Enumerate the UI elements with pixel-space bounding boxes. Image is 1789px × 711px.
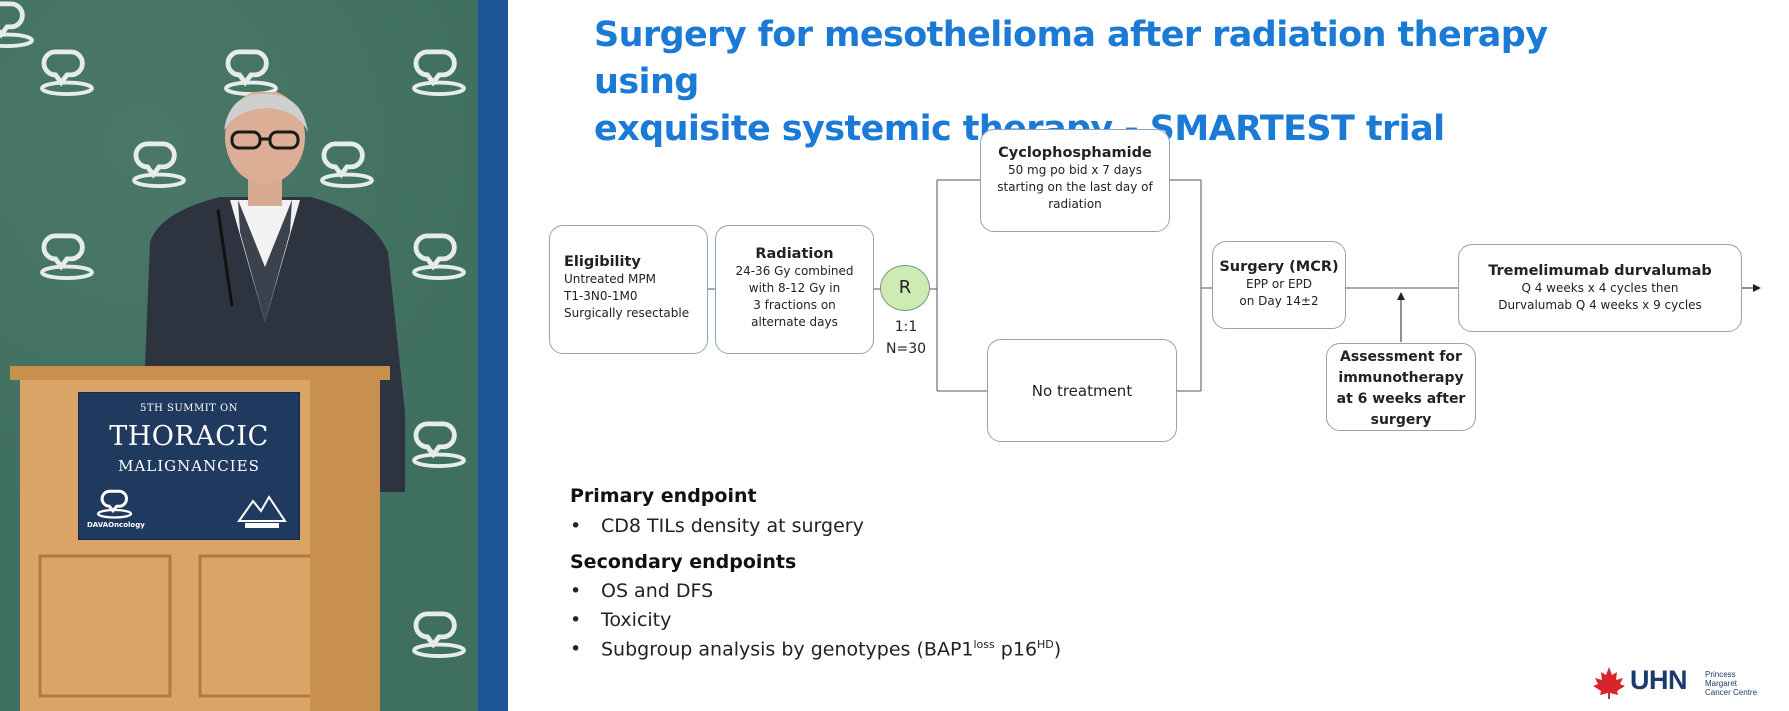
primary-endpoint-heading: Primary endpoint (570, 485, 757, 507)
secondary-endpoint-text: Toxicity (601, 609, 672, 631)
backdrop-logo-icon (40, 233, 94, 280)
radiation-line: 24-36 Gy combined (735, 264, 854, 278)
bullet-icon: • (570, 609, 582, 631)
radiation-line: alternate days (751, 315, 838, 329)
cyclophosphamide-box: Cyclophosphamide 50 mg po bid x 7 days s… (980, 129, 1170, 232)
surgery-line: on Day 14±2 (1239, 294, 1319, 308)
podium-sign-brand: DAVAOncology (87, 521, 145, 529)
secondary-endpoint-item: • OS and DFS (570, 580, 713, 602)
podium-sign: 5TH SUMMIT ON THORACIC MALIGNANCIES DAVA… (78, 392, 300, 540)
cyclophosphamide-title: Cyclophosphamide (998, 145, 1152, 161)
speaker-video-panel: 5TH SUMMIT ON THORACIC MALIGNANCIES DAVA… (0, 0, 478, 711)
secondary-endpoint-item: • Subgroup analysis by genotypes (BAP1los… (570, 638, 1061, 660)
radiation-box: Radiation 24-36 Gy combined with 8-12 Gy… (715, 225, 874, 354)
surgery-title: Surgery (MCR) (1219, 259, 1339, 275)
cyclophosphamide-line: starting on the last day of (997, 180, 1153, 194)
secondary-endpoint-text: OS and DFS (601, 580, 714, 602)
uhn-logo-subtitle-line: Margaret (1705, 679, 1738, 688)
subgroup-superscript-hd: HD (1037, 638, 1054, 651)
subgroup-text-prefix: Subgroup analysis by genotypes (BAP1 (601, 638, 974, 661)
backdrop-logo-icon (412, 49, 466, 96)
subgroup-superscript-loss: loss (973, 638, 995, 651)
assessment-box: Assessment for immunotherapy at 6 weeks … (1326, 343, 1476, 431)
podium-sign-subtitle: 5TH SUMMIT ON (140, 403, 238, 414)
backdrop-logo-icon (224, 49, 278, 96)
backdrop-logo-icon (412, 611, 466, 658)
uhn-logo-subtitle-line: Cancer Centre (1705, 688, 1758, 697)
randomization-ratio: 1:1 (894, 319, 918, 335)
cyclophosphamide-line: 50 mg po bid x 7 days (1007, 163, 1143, 177)
primary-endpoint-text: CD8 TILs density at surgery (601, 515, 864, 537)
backdrop-logo-icon (40, 49, 94, 96)
assessment-line: at 6 weeks after (1336, 391, 1466, 407)
secondary-endpoint-item: • Toxicity (570, 609, 671, 631)
backdrop-logo-icon (0, 1, 34, 48)
uhn-logo-subtitle: Princess Margaret Cancer Centre (1705, 670, 1757, 697)
assessment-line: Assessment for (1340, 349, 1462, 365)
bullet-icon: • (570, 580, 582, 602)
uhn-logo-subtitle-line: Princess (1705, 670, 1736, 679)
tremelimumab-line: Durvalumab Q 4 weeks x 9 cycles (1498, 298, 1702, 312)
eligibility-box: Eligibility Untreated MPM T1-3N0-1M0 Sur… (549, 225, 708, 354)
podium-sign-title: THORACIC (109, 421, 269, 452)
eligibility-line: Untreated MPM (564, 272, 656, 286)
backdrop-logo-icon (320, 141, 374, 188)
eligibility-title: Eligibility (564, 254, 641, 270)
radiation-line: 3 fractions on (753, 298, 836, 312)
uhn-logo: UHN (1630, 665, 1688, 695)
presentation-slide: Surgery for mesothelioma after radiation… (508, 0, 1789, 711)
tremelimumab-line: Q 4 weeks x 4 cycles then (1521, 281, 1679, 295)
dava-logo-icon (96, 489, 133, 519)
tremelimumab-title: Tremelimumab durvalumab (1488, 263, 1712, 279)
no-treatment-box: No treatment (987, 339, 1177, 442)
flow-connector-lines (708, 179, 1761, 392)
subgroup-text-middle: p16 (994, 638, 1038, 661)
subgroup-text-suffix: ) (1053, 638, 1062, 661)
radiation-title: Radiation (755, 246, 834, 262)
maple-leaf-icon (1593, 667, 1625, 699)
assessment-line: surgery (1370, 412, 1432, 428)
divider-stripe (478, 0, 508, 711)
kona-summit-logo-icon (237, 495, 287, 528)
randomization-node: R (880, 265, 930, 311)
bullet-icon: • (570, 515, 582, 537)
secondary-endpoints-heading: Secondary endpoints (570, 551, 797, 573)
surgery-line: EPP or EPD (1245, 277, 1313, 291)
randomization-sample-size: N=30 (885, 341, 927, 357)
surgery-box: Surgery (MCR) EPP or EPD on Day 14±2 (1212, 241, 1346, 329)
slide-title-line-1: Surgery for mesothelioma after radiation… (594, 15, 1548, 102)
assessment-line: immunotherapy (1338, 370, 1464, 386)
podium-sign-title-2: MALIGNANCIES (118, 457, 260, 475)
bullet-icon: • (570, 638, 582, 661)
eligibility-line: Surgically resectable (564, 306, 690, 320)
tremelimumab-durvalumab-box: Tremelimumab durvalumab Q 4 weeks x 4 cy… (1458, 244, 1742, 332)
radiation-line: with 8-12 Gy in (748, 281, 841, 295)
backdrop-logo-icon (412, 233, 466, 280)
eligibility-line: T1-3N0-1M0 (564, 289, 638, 303)
primary-endpoint-item: • CD8 TILs density at surgery (570, 515, 864, 537)
cyclophosphamide-line: radiation (1048, 197, 1102, 211)
backdrop-logo-icon (412, 421, 466, 468)
no-treatment-title: No treatment (1031, 382, 1133, 400)
backdrop-logo-icon (132, 141, 186, 188)
